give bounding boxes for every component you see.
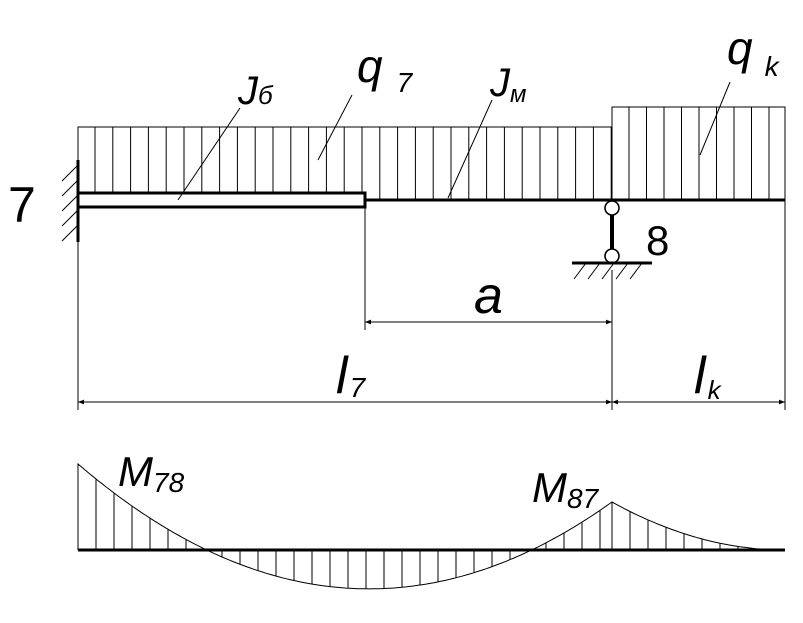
label-J-big: Jб <box>237 69 274 113</box>
leader-lines <box>177 81 731 201</box>
label-lk: lk <box>694 347 723 405</box>
fixed-support-icon <box>61 160 80 242</box>
beam-thick-segment <box>76 191 367 209</box>
label-M78: M78 <box>118 448 185 498</box>
label-J-small: Jм <box>489 61 526 108</box>
pin-support-icon <box>572 200 652 280</box>
load-q7 <box>77 126 613 200</box>
moment-diagram-hatch <box>77 464 775 589</box>
load-qk <box>611 106 786 200</box>
moment-curve <box>77 462 785 590</box>
label-M87: M87 <box>532 464 600 514</box>
node-7-label: 7 <box>8 177 36 233</box>
extension-lines <box>77 200 786 410</box>
node-8-label: 8 <box>646 217 669 264</box>
load-q7-hatch <box>94 127 612 200</box>
label-l7: l7 <box>336 347 367 405</box>
load-qk-hatch <box>628 107 770 200</box>
label-a: a <box>474 267 503 325</box>
moment-diagram <box>77 462 785 590</box>
